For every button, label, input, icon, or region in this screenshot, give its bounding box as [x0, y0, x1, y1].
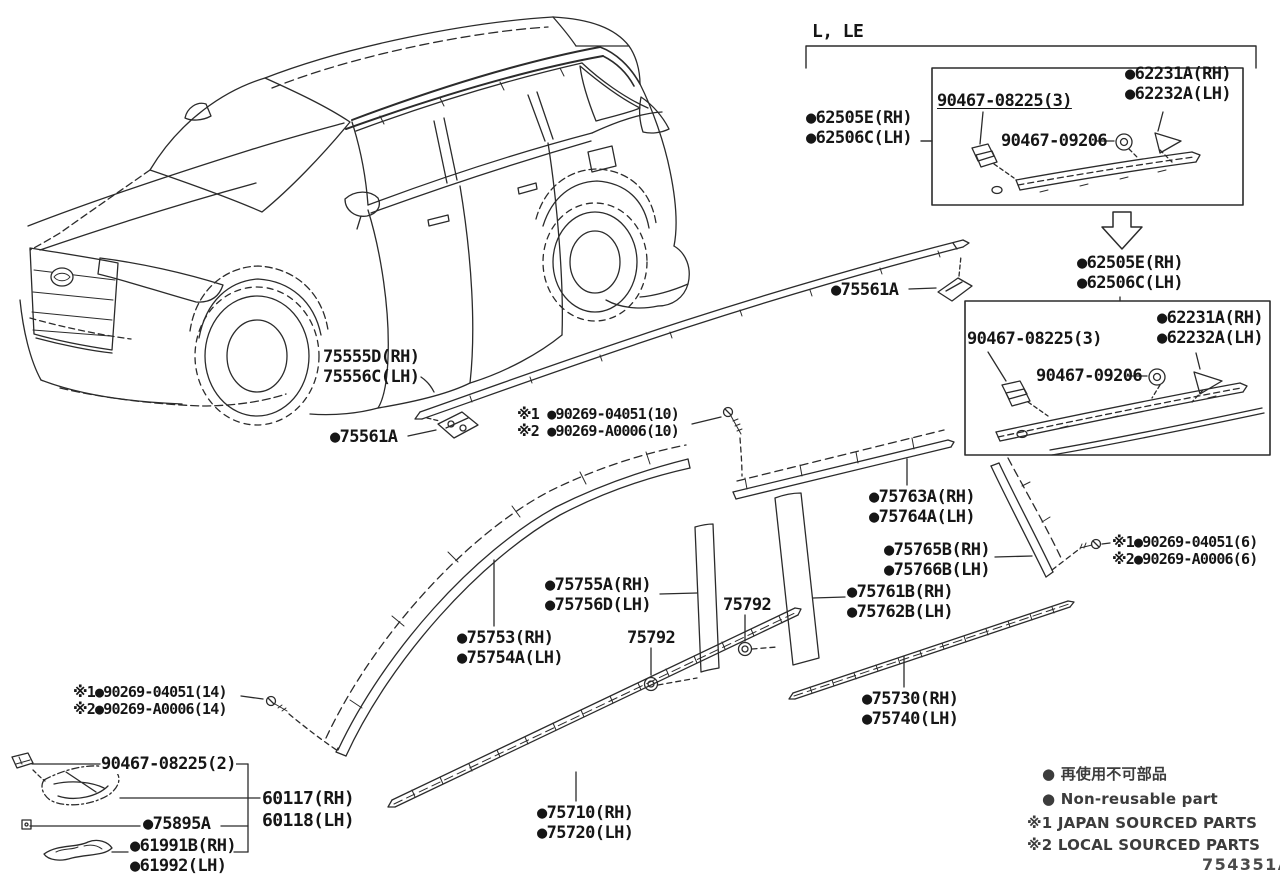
- part-number: 60117(RH): [262, 788, 355, 809]
- part-number: ●62231A(RH): [1157, 308, 1264, 328]
- part-number: 75555D(RH): [323, 347, 420, 367]
- part-number: ※1●90269-04051(6): [1112, 533, 1258, 551]
- part-number: ※1●90269-04051(14): [73, 683, 228, 701]
- part-number: ●75766B(LH): [884, 560, 991, 580]
- label-75792-a: 75792: [627, 628, 676, 648]
- label-90467-08225-box2: 90467-08225(3): [967, 329, 1102, 349]
- label-75765b: ●75765B(RH) ●75766B(LH): [884, 540, 991, 580]
- part-number: 75556C(LH): [323, 367, 420, 387]
- label-62231a-box2: ●62231A(RH) ●62232A(LH): [1157, 308, 1264, 348]
- part-number: ●62232A(LH): [1125, 84, 1232, 104]
- legend-local-sourced: ※2 LOCAL SOURCED PARTS: [1027, 836, 1261, 854]
- clip-75792-b: [737, 614, 778, 657]
- clip-75792-a: [643, 647, 698, 692]
- part-number: ●75761B(RH): [847, 582, 954, 602]
- label-75755a: ●75755A(RH) ●75756D(LH): [545, 575, 652, 615]
- label-75561a-left: ●75561A: [330, 427, 398, 447]
- part-number: ●75730(RH): [862, 689, 959, 709]
- part-number: ●62232A(LH): [1157, 328, 1264, 348]
- label-90269-x14: ※1●90269-04051(14) ※2●90269-A0006(14): [73, 683, 228, 718]
- label-60117: 60117(RH) 60118(LH): [262, 788, 355, 832]
- rocker-moulding-drawing: [387, 607, 802, 808]
- label-75555d: 75555D(RH) 75556C(LH): [323, 347, 420, 387]
- rear-rail-drawing: [691, 406, 955, 500]
- diagram-code: 754351A: [1202, 855, 1280, 874]
- label-75753: ●75753(RH) ●75754A(LH): [457, 628, 564, 668]
- part-number: ●75764A(LH): [869, 507, 976, 527]
- fender-cluster: [11, 752, 261, 861]
- part-number: ●75765B(RH): [884, 540, 991, 560]
- part-number: ※2●90269-A0006(14): [73, 700, 228, 718]
- car-illustration: [19, 16, 690, 426]
- label-90467-09206-box1: 90467-09206: [1001, 131, 1108, 151]
- part-number: ●75720(LH): [537, 823, 634, 843]
- label-75792-b: 75792: [723, 595, 772, 615]
- label-61991b: ●61991B(RH) ●61992(LH): [130, 836, 237, 876]
- pillar-garnish-arc: [325, 444, 691, 757]
- part-number: ●62505E(RH): [1077, 253, 1184, 273]
- part-number: ※2 ●90269-A0006(10): [517, 422, 680, 440]
- part-number: ●61991B(RH): [130, 836, 237, 856]
- pillar-tape-rear: [774, 492, 846, 666]
- label-90467-09206-box2: 90467-09206: [1036, 366, 1143, 386]
- part-number: ※2●90269-A0006(6): [1112, 550, 1258, 568]
- label-90467-08225-x2: 90467-08225(2): [101, 754, 236, 774]
- part-number: ●75763A(RH): [869, 487, 976, 507]
- label-75763a: ●75763A(RH) ●75764A(LH): [869, 487, 976, 527]
- part-number: ●75754A(LH): [457, 648, 564, 668]
- label-75730: ●75730(RH) ●75740(LH): [862, 689, 959, 729]
- legend-nonreusable-en: ● Non-reusable part: [1042, 790, 1218, 808]
- label-62231a-box1: ●62231A(RH) ●62232A(LH): [1125, 64, 1232, 104]
- part-number: ●62506C(LH): [1077, 273, 1184, 293]
- legend-nonreusable-jp: ● 再使用不可部品: [1042, 765, 1168, 783]
- label-trim-note: L, LE: [812, 21, 864, 42]
- part-number: ●75756D(LH): [545, 595, 652, 615]
- inset-box-upper: [920, 67, 1244, 206]
- part-number: ●62231A(RH): [1125, 64, 1232, 84]
- label-75561a-top: ●75561A: [831, 280, 899, 300]
- part-number: 60118(LH): [262, 810, 355, 831]
- label-75710: ●75710(RH) ●75720(LH): [537, 803, 634, 843]
- label-75761b: ●75761B(RH) ●75762B(LH): [847, 582, 954, 622]
- trim-bracket: [805, 45, 1257, 69]
- label-62505e-mid: ●62505E(RH) ●62506C(LH): [1077, 253, 1184, 293]
- screw-14: [240, 695, 339, 752]
- label-90467-08225-box1: 90467-08225(3): [937, 91, 1072, 111]
- quarter-strip-drawing: [990, 457, 1111, 578]
- label-75895a: ●75895A: [143, 814, 211, 834]
- label-90269-x6: ※1●90269-04051(6) ※2●90269-A0006(6): [1112, 533, 1258, 568]
- inset-box-lower: [964, 300, 1271, 456]
- part-number: ●75710(RH): [537, 803, 634, 823]
- part-number: ●62505E(RH): [806, 108, 913, 128]
- legend-japan-sourced: ※1 JAPAN SOURCED PARTS: [1027, 814, 1258, 832]
- part-number: ●62506C(LH): [806, 128, 913, 148]
- part-number: ●75753(RH): [457, 628, 554, 648]
- label-62505e-box1: ●62505E(RH) ●62506C(LH): [806, 108, 913, 148]
- part-number: ●75740(LH): [862, 709, 959, 729]
- part-number: ●61992(LH): [130, 856, 227, 876]
- part-number: ●75755A(RH): [545, 575, 652, 595]
- label-90269-x10: ※1 ●90269-04051(10) ※2 ●90269-A0006(10): [517, 405, 680, 440]
- part-number: ●75762B(LH): [847, 602, 954, 622]
- down-arrow: [1101, 211, 1143, 250]
- part-number: ※1 ●90269-04051(10): [517, 405, 680, 423]
- pillar-tape-front: [659, 523, 720, 673]
- rear-belt-moulding-drawing: [788, 600, 1075, 700]
- roof-moulding-drawing: [407, 239, 973, 439]
